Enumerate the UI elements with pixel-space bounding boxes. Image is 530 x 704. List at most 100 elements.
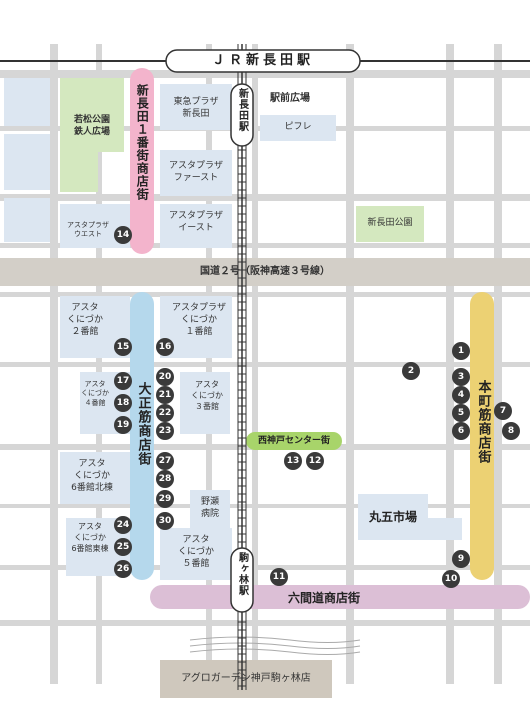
map-pin-4[interactable]: 4 (452, 386, 470, 404)
place-line: アスタ (84, 380, 106, 388)
block (180, 372, 230, 434)
marugo-market-label: 丸五市場 (368, 510, 417, 524)
place-line: くにづか (81, 389, 109, 398)
place-line: 野瀬 (200, 497, 219, 507)
nishikobe-street-label: 西神戸センター街 (257, 436, 330, 446)
place-line: 新長田 (182, 109, 210, 120)
block (160, 150, 232, 196)
map-pin-6[interactable]: 6 (452, 422, 470, 440)
map-pin-28[interactable]: 28 (156, 470, 174, 488)
map-pin-25[interactable]: 25 (114, 538, 132, 556)
asta-kunizuka-6e-label: アスタ くにづか 6番館東棟 (66, 522, 114, 554)
map-pin-18[interactable]: 18 (114, 394, 132, 412)
place-line: 6番館東棟 (71, 543, 109, 553)
asta-plaza-first-label: アスタプラザ ファースト (160, 160, 232, 184)
wakamatsu-park-block (60, 78, 124, 192)
place-line: くにづか (66, 315, 103, 326)
block (160, 84, 232, 130)
road (0, 620, 530, 626)
road (0, 194, 530, 201)
station-plaza-label: 駅前広場 (270, 93, 310, 104)
map-pin-20[interactable]: 20 (156, 368, 174, 386)
map-pin-30[interactable]: 30 (156, 512, 174, 530)
map-pin-29[interactable]: 29 (156, 490, 174, 508)
shinnagata-station-label: 新長田駅 (236, 88, 248, 132)
wakamatsu-park-label: 若松公園 鉄人広場 (62, 114, 122, 138)
block (60, 452, 130, 504)
map-pin-24[interactable]: 24 (114, 516, 132, 534)
place-line: アスタプラザ (67, 221, 109, 229)
asta-kunizuka-1-label: アスタプラザ くにづか １番館 (166, 302, 232, 338)
map-pin-19[interactable]: 19 (114, 416, 132, 434)
place-line: アスタプラザ (171, 303, 226, 313)
block (4, 134, 50, 190)
place-line: １番館 (185, 327, 213, 338)
route-2-road (0, 258, 530, 286)
place-line: くにづか (74, 532, 106, 542)
place-line: イースト (178, 223, 214, 234)
map-pin-12[interactable]: 12 (306, 452, 324, 470)
block (160, 204, 232, 248)
place-line: ３番館 (195, 401, 219, 411)
map-pin-22[interactable]: 22 (156, 404, 174, 422)
honmachi-street (470, 292, 494, 580)
place-line: アスタプラザ (168, 211, 223, 221)
map-pin-14[interactable]: 14 (114, 226, 132, 244)
taisho-street-label: 大正筋商店街 (135, 382, 151, 466)
shinnagata-station-pill (230, 83, 254, 147)
place-line: くにづか (191, 390, 223, 400)
place-line: アスタ (195, 380, 219, 389)
shinnagata-park-block (356, 206, 424, 242)
marugo-block (358, 494, 462, 540)
place-line: 鉄人広場 (73, 127, 110, 138)
map-pin-1[interactable]: 1 (452, 342, 470, 360)
place-line: アスタプラザ (168, 161, 223, 171)
map-pin-10[interactable]: 10 (442, 570, 460, 588)
map-pin-7[interactable]: 7 (494, 402, 512, 420)
place-line: アスタ (78, 459, 106, 469)
asta-kunizuka-2-label: アスタ くにづか ２番館 (60, 302, 110, 338)
map-pin-8[interactable]: 8 (502, 422, 520, 440)
road (0, 565, 530, 570)
place-line: くにづか (180, 315, 217, 326)
map-pin-26[interactable]: 26 (114, 560, 132, 578)
map-pin-21[interactable]: 21 (156, 386, 174, 404)
map-pin-5[interactable]: 5 (452, 404, 470, 422)
jr-station-label: ＪＲ新長田駅 (211, 53, 314, 68)
asta-kunizuka-5-label: アスタ くにづか ５番館 (168, 534, 224, 570)
block (160, 528, 232, 580)
asta-plaza-east-label: アスタプラザ イースト (160, 210, 232, 234)
block (190, 490, 230, 530)
map-pin-23[interactable]: 23 (156, 422, 174, 440)
rokken-street-label: 六間道商店街 (288, 591, 361, 605)
honmachi-street-label: 本町筋商店街 (475, 380, 491, 464)
place-line: 6番館北棟 (71, 483, 113, 494)
road (0, 70, 530, 78)
asta-kunizuka-4-label: アスタ くにづか ４番館 (80, 380, 110, 408)
map-pin-17[interactable]: 17 (114, 372, 132, 390)
map-pin-13[interactable]: 13 (284, 452, 302, 470)
place-line: ５番館 (182, 559, 210, 570)
route2-label: 国道２号（阪神高速３号線） (200, 266, 330, 277)
asta-kunizuka-6n-label: アスタ くにづか 6番館北棟 (60, 458, 124, 494)
map-pin-11[interactable]: 11 (270, 568, 288, 586)
asta-kunizuka-3-label: アスタ くにづか ３番館 (184, 380, 230, 412)
block (260, 115, 336, 141)
place-line: ４番館 (84, 398, 106, 407)
map-pin-27[interactable]: 27 (156, 452, 174, 470)
map-pin-3[interactable]: 3 (452, 368, 470, 386)
map-pin-2[interactable]: 2 (402, 362, 420, 380)
asta-plaza-west-label: アスタプラザ ウエスト (60, 221, 116, 240)
road (0, 504, 530, 508)
place-line: ウエスト (74, 230, 102, 239)
shin1-street (130, 68, 154, 254)
map-pin-9[interactable]: 9 (452, 550, 470, 568)
map-pin-16[interactable]: 16 (156, 338, 174, 356)
road (0, 243, 530, 248)
map-pin-15[interactable]: 15 (114, 338, 132, 356)
tokyu-plaza-label: 東急プラザ 新長田 (160, 96, 232, 120)
place-line: 病院 (200, 509, 219, 520)
place-line: くにづか (177, 547, 214, 558)
pifure-label: ピフレ (284, 122, 312, 132)
